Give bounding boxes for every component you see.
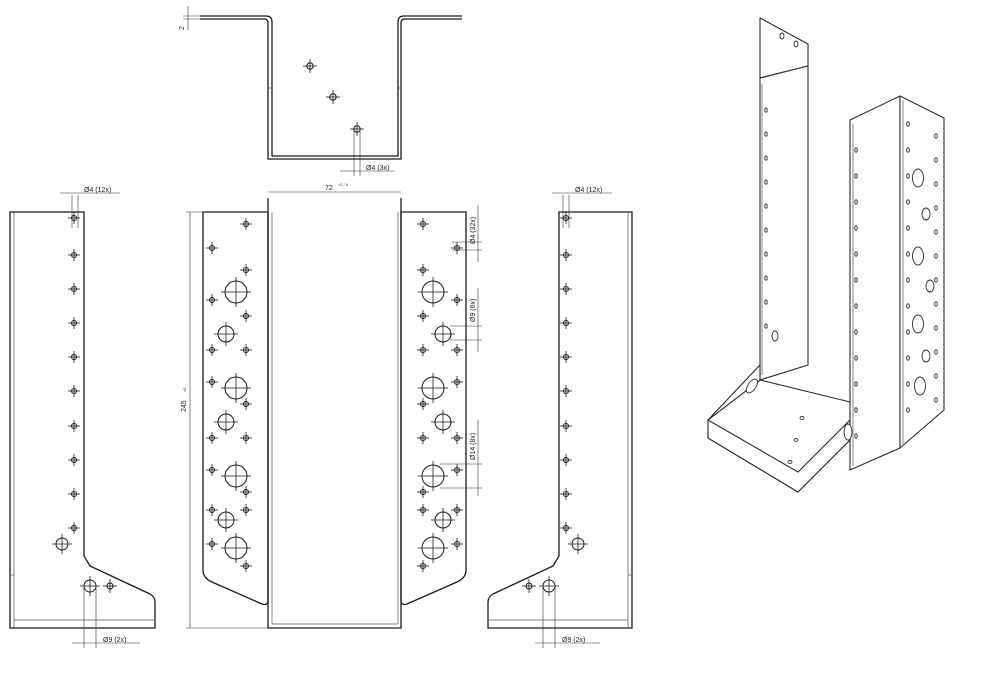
hole-marker <box>793 40 799 48</box>
hole-marker <box>934 253 938 259</box>
hole-marker <box>906 251 910 257</box>
hole-marker <box>906 381 910 387</box>
height-label: 245 <box>181 400 188 412</box>
hole-marker <box>854 173 858 179</box>
hole-marker <box>934 373 938 379</box>
thickness-label: 2 <box>179 26 186 30</box>
hole-marker <box>906 407 910 413</box>
front-holes <box>206 218 463 572</box>
right-side-view: Ø4 (12x) Ø9 (2x) <box>487 187 633 648</box>
hole-marker <box>934 397 938 403</box>
hole-marker <box>854 407 858 413</box>
hole-marker <box>906 121 910 127</box>
nail-holes-label: Ø4 (32x) <box>470 217 477 244</box>
left-bottom-label: Ø9 (2x) <box>103 637 126 644</box>
hole-marker <box>854 199 858 205</box>
isometric-view <box>707 17 945 493</box>
hole-marker <box>906 225 910 231</box>
hole-marker <box>934 301 938 307</box>
right-large-holes <box>522 534 588 596</box>
width-label: 72 <box>325 185 333 192</box>
top-holes <box>303 59 364 136</box>
hole-marker <box>854 355 858 361</box>
hole-marker <box>906 329 910 335</box>
hole-marker <box>934 205 938 211</box>
hole-marker <box>906 199 910 205</box>
right-top-label: Ø4 (12x) <box>575 187 602 194</box>
hole-marker <box>934 349 938 355</box>
hole-marker <box>764 155 768 161</box>
hole-marker <box>934 277 938 283</box>
large-holes-label: Ø14 (8x) <box>470 433 477 460</box>
hole-marker <box>854 277 858 283</box>
left-side-view: Ø4 (12x) Ø9 (2x) <box>9 187 156 648</box>
hole-marker <box>764 299 768 305</box>
hole-marker <box>934 229 938 235</box>
left-top-label: Ø4 (12x) <box>84 187 111 194</box>
left-large-holes <box>52 534 117 596</box>
hole-marker <box>934 181 938 187</box>
hole-marker <box>854 433 858 439</box>
hole-marker <box>906 147 910 153</box>
hole-marker <box>764 179 768 185</box>
isometric-holes <box>764 32 938 439</box>
hole-marker <box>906 173 910 179</box>
hole-marker <box>906 355 910 361</box>
left-nail-holes <box>68 212 80 534</box>
hole-marker <box>906 303 910 309</box>
hole-marker <box>854 329 858 335</box>
hole-marker <box>779 32 785 40</box>
isometric-large-holes <box>745 168 935 464</box>
hole-marker <box>854 251 858 257</box>
hole-marker <box>934 157 938 163</box>
hole-marker <box>854 225 858 231</box>
front-view: 72 +2 / 0 245 ±3 Ø4 (32x) Ø9 (6x) Ø14 (8… <box>181 182 482 629</box>
hole-marker <box>854 147 858 153</box>
width-tolerance: +2 / 0 <box>338 182 349 187</box>
hole-marker <box>854 303 858 309</box>
hole-marker <box>934 325 938 331</box>
hole-marker <box>906 277 910 283</box>
hole-marker <box>764 107 768 113</box>
top-holes-label: Ø4 (3x) <box>366 165 389 172</box>
right-nail-holes <box>560 212 572 534</box>
hole-marker <box>854 381 858 387</box>
hole-marker <box>764 131 768 137</box>
hole-marker <box>764 251 768 257</box>
hole-marker <box>764 203 768 209</box>
hole-marker <box>934 133 938 139</box>
hole-marker <box>764 323 768 329</box>
medium-holes-label: Ø9 (6x) <box>470 299 477 322</box>
hole-marker <box>764 275 768 281</box>
hole-marker <box>764 227 768 233</box>
height-tolerance: ±3 <box>182 387 187 392</box>
right-bottom-label: Ø9 (2x) <box>562 637 585 644</box>
top-view: 2 Ø4 (3x) <box>179 6 462 176</box>
